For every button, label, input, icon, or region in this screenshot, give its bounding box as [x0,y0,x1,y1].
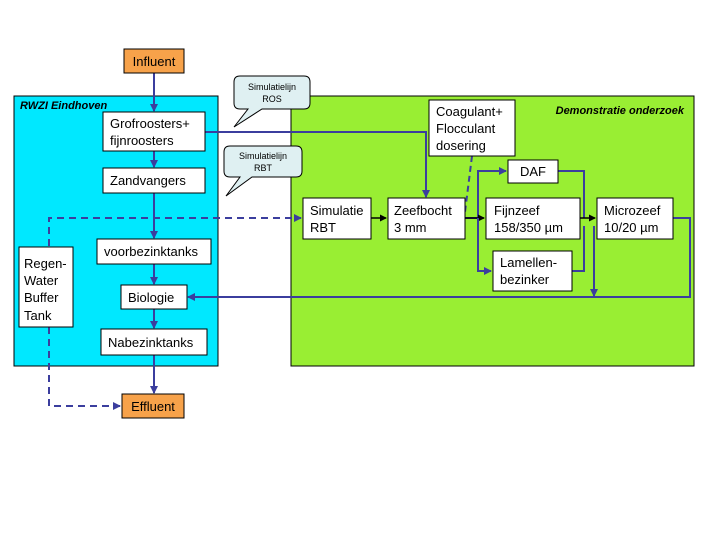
svg-text:Buffer: Buffer [24,290,59,305]
svg-text:Biologie: Biologie [128,290,174,305]
node-simulatie-rbt: Simulatie RBT [302,197,372,240]
svg-text:bezinker: bezinker [500,272,550,287]
flow-lamellen-microzeef [572,226,585,272]
svg-text:RBT: RBT [254,163,273,173]
svg-text:Microzeef: Microzeef [604,203,661,218]
svg-text:Fijnzeef: Fijnzeef [494,203,540,218]
svg-text:Zandvangers: Zandvangers [110,173,186,188]
svg-text:10/20 µm: 10/20 µm [604,220,658,235]
node-nabezinktanks: Nabezinktanks [100,328,208,356]
node-lamellen: Lamellen- bezinker [492,250,573,292]
flow-rbt-dashed [48,214,302,246]
svg-text:Regen-: Regen- [24,256,67,271]
svg-text:158/350 µm: 158/350 µm [494,220,563,235]
node-voorbezinktanks: voorbezinktanks [96,238,212,265]
node-buffer-tank: Regen- Water Buffer Tank [18,246,74,328]
svg-text:Tank: Tank [24,308,52,323]
svg-text:Effluent: Effluent [131,399,175,414]
flow-ros-to-zeefbocht [205,131,430,198]
flow-zeefbocht-lamellen [477,218,492,275]
flow-buffer-effluent-dashed [48,327,121,410]
rwzi-title: RWZI Eindhoven [20,100,107,112]
node-coagulant: Coagulant+ Flocculant dosering [428,99,516,157]
flow-daf-microzeef [558,170,585,218]
svg-text:Water: Water [24,273,59,288]
node-fijnzeef: Fijnzeef 158/350 µm [485,197,581,240]
flow-return-biologie [187,217,691,301]
node-effluent: Effluent [121,393,185,419]
svg-text:Nabezinktanks: Nabezinktanks [108,335,194,350]
svg-text:Lamellen-: Lamellen- [500,255,557,270]
svg-text:Grofroosters+: Grofroosters+ [110,116,190,131]
node-grofroosters: Grofroosters+ fijnroosters [102,111,206,152]
svg-text:RBT: RBT [310,220,336,235]
svg-text:Simulatielijn: Simulatielijn [248,82,296,92]
svg-text:Zeefbocht: Zeefbocht [394,203,452,218]
svg-text:dosering: dosering [436,138,486,153]
svg-text:voorbezinktanks: voorbezinktanks [104,244,198,259]
svg-text:DAF: DAF [520,164,546,179]
svg-text:Flocculant: Flocculant [436,121,496,136]
demo-title: Demonstratie onderzoek [556,105,685,117]
node-biologie: Biologie [120,284,188,310]
svg-text:Influent: Influent [133,54,176,69]
svg-text:Simulatie: Simulatie [310,203,363,218]
callout-ros: Simulatielijn ROS [233,75,311,128]
node-microzeef: Microzeef 10/20 µm [596,197,674,240]
svg-text:Simulatielijn: Simulatielijn [239,151,287,161]
svg-text:fijnroosters: fijnroosters [110,133,174,148]
node-zeefbocht: Zeefbocht 3 mm [387,197,466,240]
svg-text:ROS: ROS [262,94,282,104]
callout-rbt: Simulatielijn RBT [223,145,303,197]
node-zandvangers: Zandvangers [102,167,206,194]
node-daf: DAF [507,159,559,184]
svg-text:3 mm: 3 mm [394,220,427,235]
node-influent: Influent [123,48,185,74]
svg-text:Coagulant+: Coagulant+ [436,104,503,119]
